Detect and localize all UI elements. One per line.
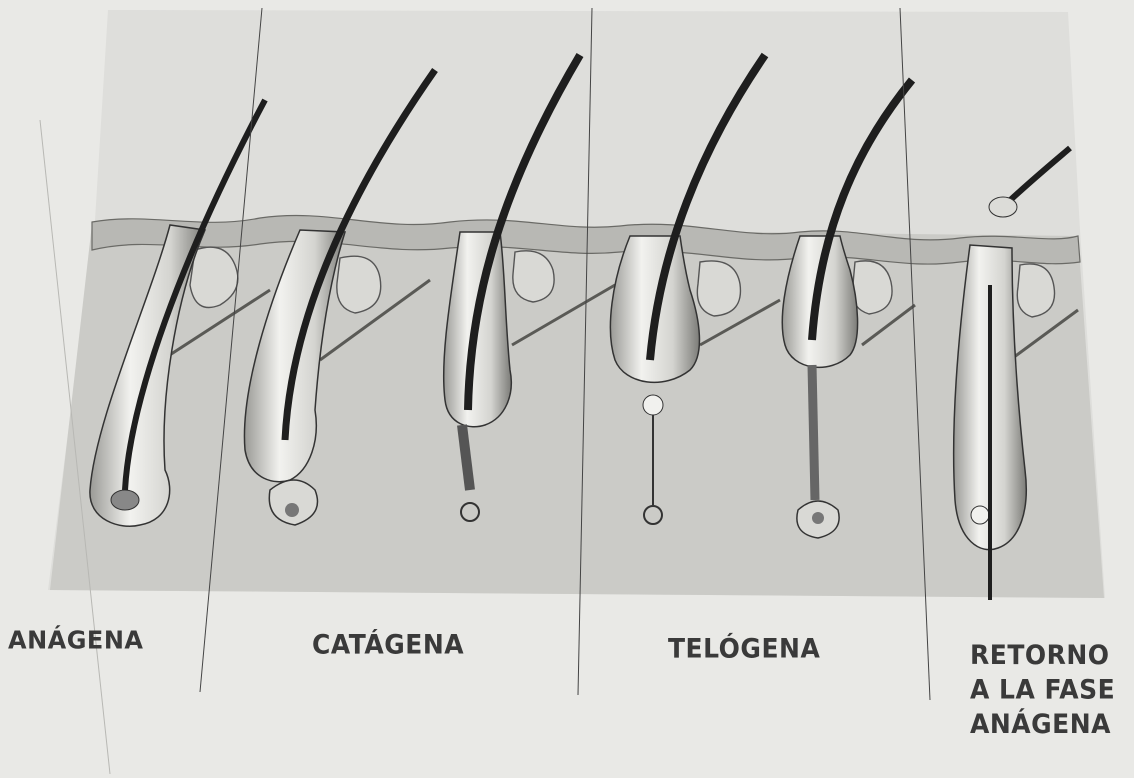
label-telogena: TELÓGENA <box>668 633 820 663</box>
label-return-anagen: RETORNO A LA FASE ANÁGENA <box>970 638 1115 742</box>
label-catagena: CATÁGENA <box>312 629 464 659</box>
label-return-line-1: RETORNO <box>970 638 1115 673</box>
label-anagena: ANÁGENA <box>8 625 144 654</box>
label-return-line-3: ANÁGENA <box>970 707 1115 742</box>
label-return-line-2: A LA FASE <box>970 672 1115 707</box>
